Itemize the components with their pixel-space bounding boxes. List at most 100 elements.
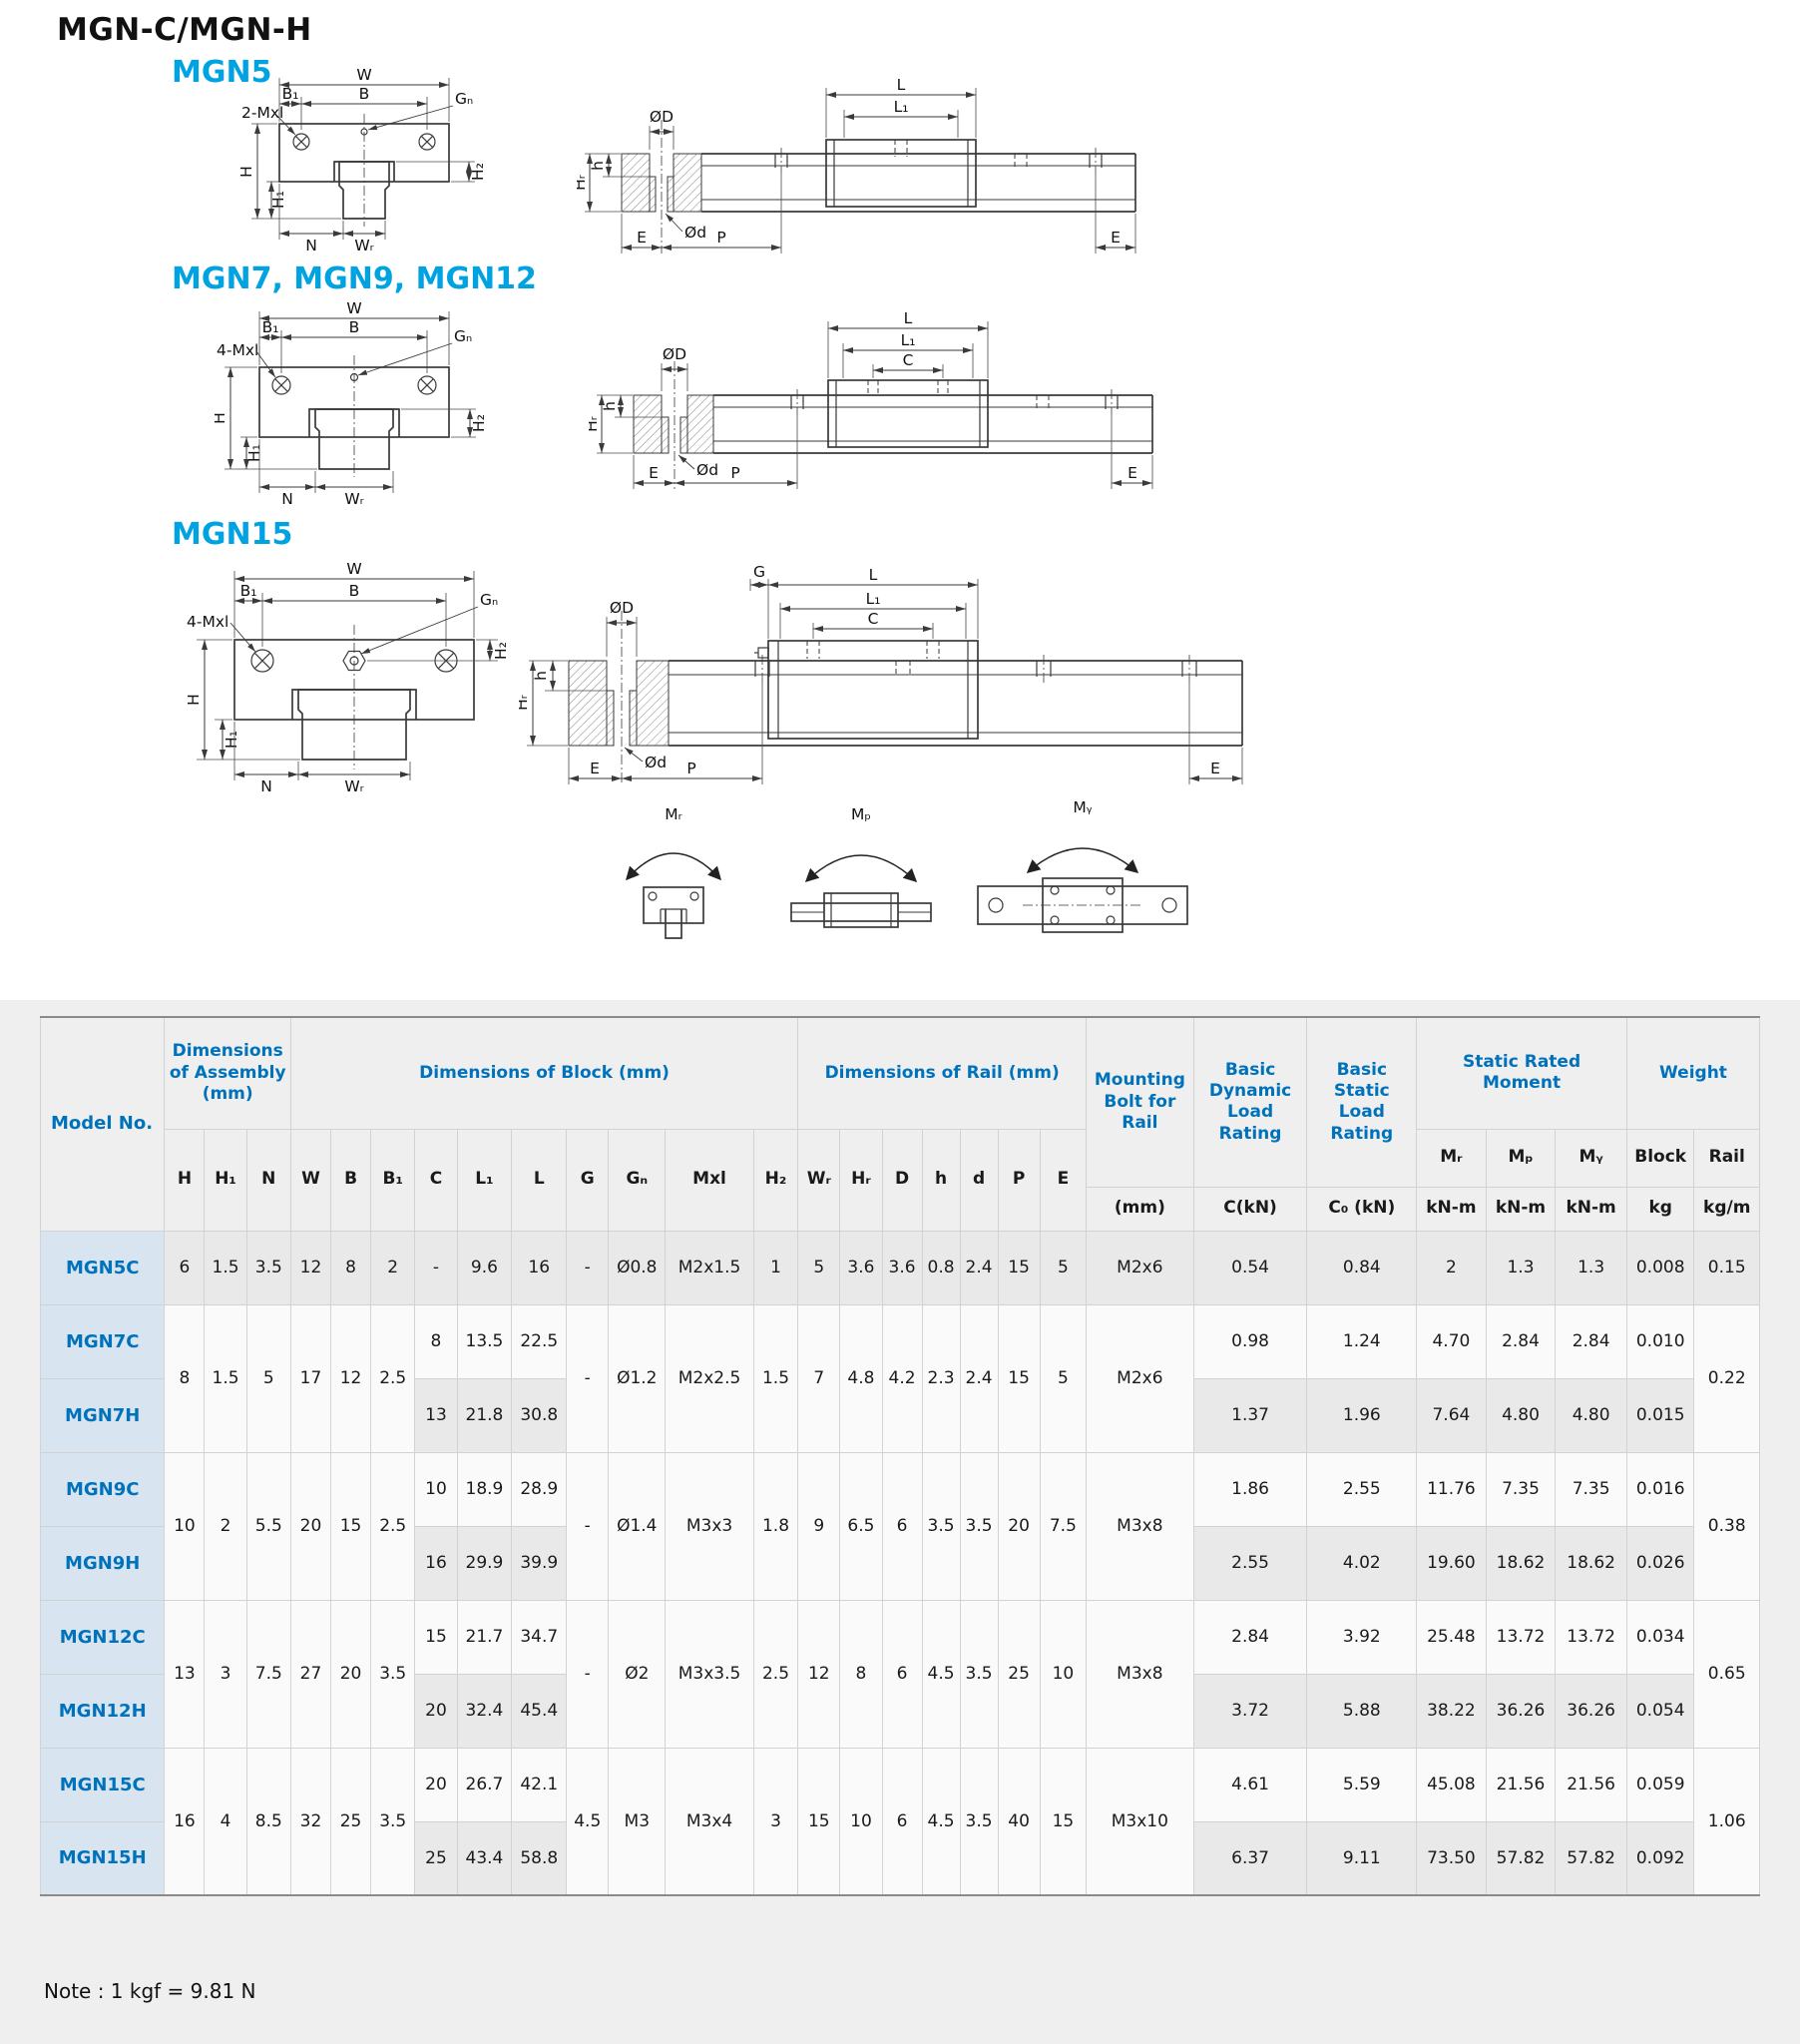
cell: 12 <box>797 1599 841 1749</box>
dim-label-4mxl: 4-Mxl <box>187 613 228 631</box>
col-gn: Gₙ <box>608 1128 667 1232</box>
model-cell: MGN5C <box>39 1230 166 1305</box>
col-group-weight: Weight <box>1625 1016 1761 1130</box>
dim-label-2mxl: 2-Mxl <box>241 104 283 122</box>
dim-label-h: H <box>239 166 255 178</box>
cell: 1 <box>752 1230 799 1305</box>
row-mgn15c: MGN15C 16 4 8.5 32 25 3.5 20 26.7 42.1 4… <box>39 1747 1760 1896</box>
moment-my-diagram: Mᵧ <box>977 798 1188 933</box>
cell: 3.92 <box>1306 1599 1418 1675</box>
cell: - <box>566 1599 610 1749</box>
col-h1: H₁ <box>204 1128 247 1232</box>
cell: 1.5 <box>204 1303 247 1453</box>
col-l1: L₁ <box>456 1128 513 1232</box>
col-group-static-load: Basic Static Load Rating <box>1306 1016 1418 1188</box>
cell: 3.5 <box>959 1747 999 1896</box>
cell: 32 <box>289 1747 332 1896</box>
cell: 25 <box>997 1599 1041 1749</box>
dim-label-w: W <box>346 299 361 317</box>
cell: 2 <box>1416 1230 1487 1305</box>
cell: 16 <box>511 1230 568 1305</box>
col-group-assembly: Dimensions of Assembly (mm) <box>164 1016 291 1130</box>
cell: 4.61 <box>1192 1747 1308 1822</box>
cell: 4.80 <box>1485 1377 1557 1453</box>
cell: 1.06 <box>1693 1747 1760 1896</box>
dim-label-w: W <box>346 560 361 578</box>
cell: 0.010 <box>1625 1303 1695 1379</box>
table-panel: Model No. Dimensions of Assembly (mm) Di… <box>0 1000 1800 2044</box>
cell: 3.5 <box>959 1599 999 1749</box>
col-d-small: d <box>959 1128 999 1232</box>
cell: 43.4 <box>456 1820 513 1896</box>
cell: 2.3 <box>921 1303 961 1453</box>
cell: 3.5 <box>370 1599 416 1749</box>
cell: 2.4 <box>959 1230 999 1305</box>
dim-label-wr: Wᵣ <box>344 490 364 508</box>
cell: 7.64 <box>1416 1377 1487 1453</box>
dim-label-l: L <box>904 309 913 327</box>
cell: 10 <box>839 1747 883 1896</box>
dim-label-od-small: Ød <box>684 224 706 242</box>
cell: - <box>566 1230 610 1305</box>
cell: 1.5 <box>752 1303 799 1453</box>
dim-label-l1: L₁ <box>901 331 916 349</box>
cell: 2.55 <box>1192 1525 1308 1601</box>
cell: 16 <box>414 1525 458 1601</box>
cell: 45.08 <box>1416 1747 1487 1822</box>
cell: 13 <box>164 1599 206 1749</box>
cell: 5 <box>245 1303 291 1453</box>
cell: 10 <box>414 1451 458 1527</box>
cell: 13.72 <box>1485 1599 1557 1675</box>
cell: 4.02 <box>1306 1525 1418 1601</box>
col-p: P <box>997 1128 1041 1232</box>
cell: 0.65 <box>1693 1599 1760 1749</box>
cell: 58.8 <box>511 1820 568 1896</box>
row-mgn12h: MGN12H 20 32.4 45.4 3.72 5.88 38.22 36.2… <box>39 1673 1760 1749</box>
cell: 0.015 <box>1625 1377 1695 1453</box>
row-mgn9c: MGN9C 10 2 5.5 20 15 2.5 10 18.9 28.9 - … <box>39 1451 1760 1601</box>
cell: 4.5 <box>921 1747 961 1896</box>
cell: 0.38 <box>1693 1451 1760 1601</box>
dim-label-e: E <box>1210 760 1220 777</box>
cell: 0.84 <box>1306 1230 1418 1305</box>
cell: 6.37 <box>1192 1820 1308 1896</box>
cell: 6 <box>164 1230 206 1305</box>
dim-label-wr: Wᵣ <box>344 777 364 795</box>
cell: M3x3.5 <box>665 1599 754 1749</box>
row-mgn7h: MGN7H 13 21.8 30.8 1.37 1.96 7.64 4.80 4… <box>39 1377 1760 1453</box>
cell: 0.22 <box>1693 1303 1760 1453</box>
cell: 2.5 <box>752 1599 799 1749</box>
cell: 15 <box>330 1451 372 1601</box>
cell: 1.8 <box>752 1451 799 1601</box>
col-b1: B₁ <box>370 1128 416 1232</box>
col-h: H <box>164 1128 206 1232</box>
col-b: B <box>330 1128 372 1232</box>
section-heading-mgn15: MGN15 <box>172 517 293 552</box>
dim-label-c: C <box>903 351 914 369</box>
dim-label-hr: Hᵣ <box>519 694 531 711</box>
cell: 7.35 <box>1555 1451 1627 1527</box>
unit-knm: kN-m <box>1555 1186 1627 1232</box>
cell: - <box>566 1303 610 1453</box>
cell: M3 <box>608 1747 667 1896</box>
dim-label-od: ØD <box>663 345 686 363</box>
cell: 6 <box>881 1599 923 1749</box>
dim-label-hole-depth: h <box>589 161 607 171</box>
dim-label-b1: B₁ <box>240 582 257 600</box>
cell: 13.72 <box>1555 1599 1627 1675</box>
cell: 0.054 <box>1625 1673 1695 1749</box>
cell: 1.5 <box>204 1230 247 1305</box>
col-w: W <box>289 1128 332 1232</box>
mgn15-side-view-drawing: G L L₁ C ØD h Hᵣ Ød E P E <box>519 563 1243 784</box>
col-weight-block: Block <box>1625 1128 1695 1188</box>
cell: Ø1.2 <box>608 1303 667 1453</box>
col-group-block: Dimensions of Block (mm) <box>289 1016 799 1130</box>
section-heading-mgn5: MGN5 <box>172 55 272 90</box>
spec-table: Model No. Dimensions of Assembly (mm) Di… <box>39 1016 1761 1896</box>
col-group-bolt: Mounting Bolt for Rail <box>1086 1016 1194 1188</box>
cell: 21.56 <box>1485 1747 1557 1822</box>
cell: 11.76 <box>1416 1451 1487 1527</box>
cell: 2 <box>370 1230 416 1305</box>
dim-label-wr: Wᵣ <box>354 237 374 254</box>
cell: 4.5 <box>566 1747 610 1896</box>
